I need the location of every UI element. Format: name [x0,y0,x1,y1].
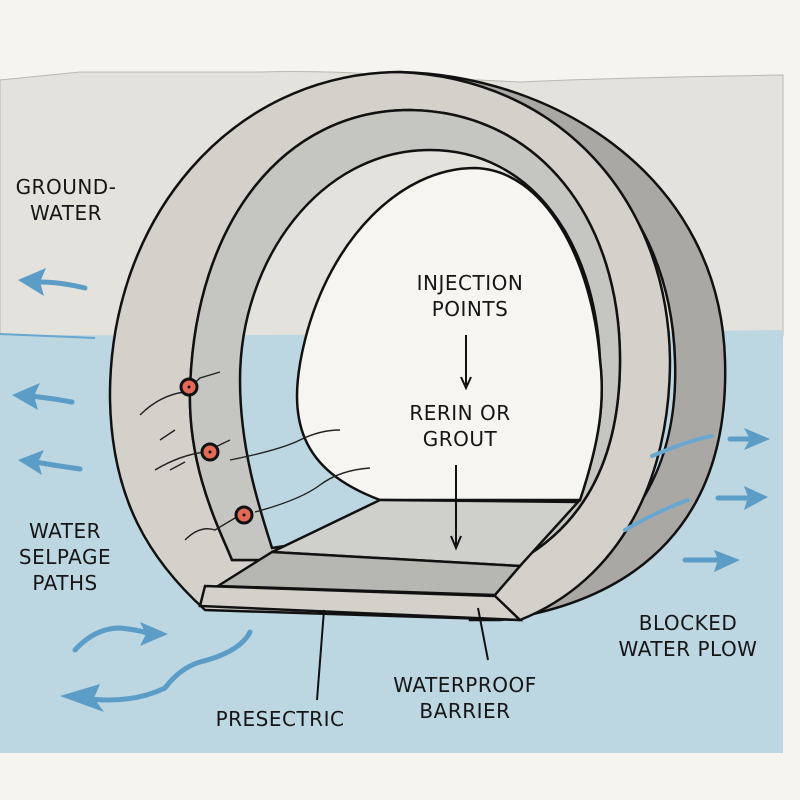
arrow-icon [12,383,75,410]
injection-point-icon [200,442,220,462]
injection-points-label: INJECTION POINTS [395,270,545,322]
arrow-icon [682,550,740,572]
injection-points-label-line: INJECTION [416,271,524,295]
water-seepage-paths-label-line: WATER [28,519,102,543]
cracks [139,371,371,541]
resin-or-grout-label-line: GROUT [422,427,498,451]
water-seepage-paths-label: WATER SELPAGE PATHS [0,518,130,596]
arrow-icon [727,428,770,450]
waterproof-barrier-label-line: WATERPROOF [393,673,537,697]
injection-points [179,377,254,525]
groundwater-label: GROUND- WATER [8,174,124,226]
resin-or-grout-label: RERIN OR GROUT [395,400,525,452]
arrow-icon [18,450,83,475]
injection-point-icon [234,505,254,525]
arrow-icon [18,268,88,296]
presectric-label-line: PRESECTRIC [215,707,345,731]
presectric-leader [316,609,325,701]
barrier-leader [477,607,489,661]
arrow-icon [72,622,168,653]
water-seepage-paths-label-line: SELPAGE [18,545,112,569]
groundwater-label-line: GROUND- [15,175,117,199]
flow-arrows [12,268,770,712]
groundwater-label-line: WATER [29,201,103,225]
blocked-water-flow-label-line: BLOCKED [638,611,738,635]
resin-or-grout-label-line: RERIN OR [409,401,511,425]
presectric-label: PRESECTRIC [200,706,360,732]
seepage-line [623,498,690,532]
blocked-water-flow-label: BLOCKED WATER PLOW [598,610,778,662]
injection-points-label-line: POINTS [431,297,509,321]
blocked-water-flow-label-line: WATER PLOW [618,637,758,661]
water-table-line [0,333,96,339]
leader-lines [316,335,489,701]
grout-arrowhead [450,535,462,551]
arrow-icon [60,629,253,712]
arrow-icon [715,486,768,510]
waterproof-barrier-label: WATERPROOF BARRIER [385,672,545,724]
waterproof-barrier-strip [198,584,524,622]
injection-point-icon [179,377,199,397]
water-seepage-paths-label-line: PATHS [32,571,98,595]
seepage-line [650,434,714,458]
injection-arrowhead [460,376,472,391]
waterproof-barrier-label-line: BARRIER [419,699,511,723]
